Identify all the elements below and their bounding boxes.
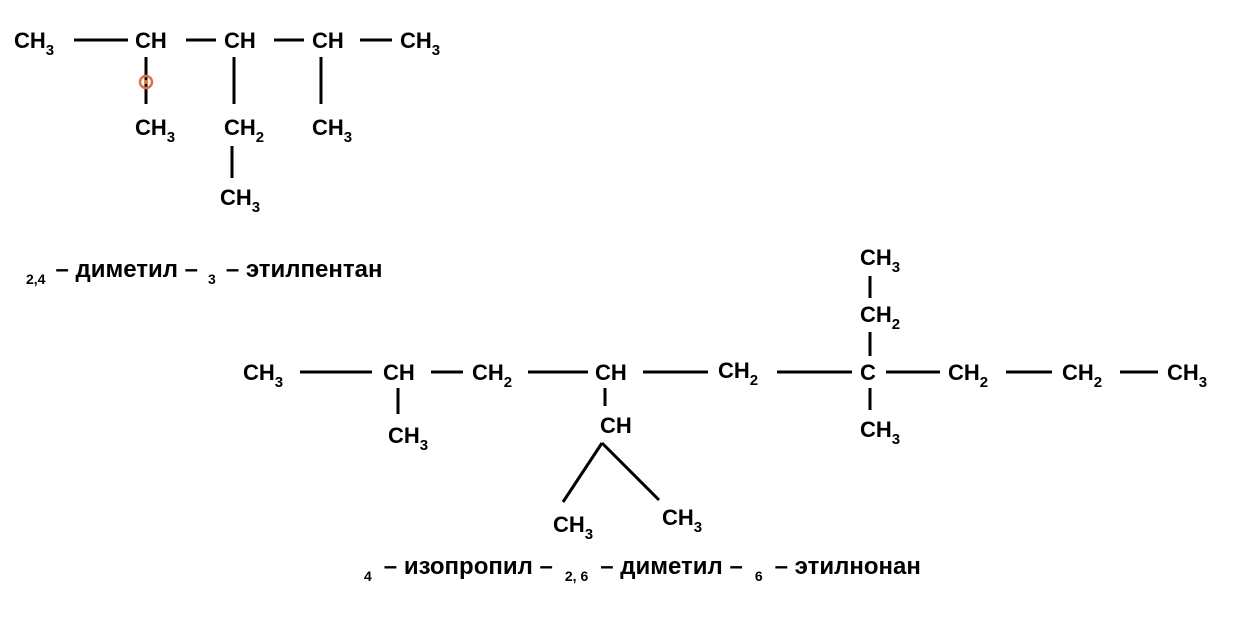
molecule2-bonds [300,276,1158,503]
atom-label: CH2 [224,115,264,146]
atom-label: C [860,360,876,385]
atom-label: CH3 [860,417,900,448]
bond [561,442,604,503]
atom-label: CH3 [14,28,54,59]
atom-label: CH3 [553,512,593,543]
atom-label: CH3 [860,245,900,276]
atom-label: CH3 [220,185,260,216]
atom-label: CH [312,28,344,53]
atom-label: CH3 [1167,360,1207,391]
atom-label: CH2 [472,360,512,391]
atom-label: CH3 [312,115,352,146]
atom-label: CH [135,28,167,53]
atom-label: CH [595,360,627,385]
atom-label: CH3 [662,505,702,536]
molecule1-name: 2,4 – диметил – 3 – этилпентан [26,256,382,288]
molecule1-bonds [74,38,392,178]
cursor-marker-icon [138,74,154,90]
atom-label: CH2 [948,360,988,391]
atom-label: CH [224,28,256,53]
bond [600,441,661,502]
molecule2-name: 4 – изопропил – 2, 6 – диметил – 6 – эти… [364,553,921,585]
atom-label: CH3 [243,360,283,391]
atom-label: CH3 [388,423,428,454]
molecule2-atoms: CH3 CH CH2 CH CH2 C CH2 CH2 CH3 CH3 CH C… [243,245,1207,543]
atom-label: CH3 [400,28,440,59]
molecule1-atoms: CH3 CH CH CH CH3 CH3 CH2 CH3 CH3 [14,28,440,216]
atom-label: CH2 [860,302,900,333]
atom-label: CH [383,360,415,385]
atom-label: CH [600,413,632,438]
cursor-marker-dot [144,80,148,84]
atom-label: CH2 [1062,360,1102,391]
atom-label: CH2 [718,358,758,389]
atom-label: CH3 [135,115,175,146]
